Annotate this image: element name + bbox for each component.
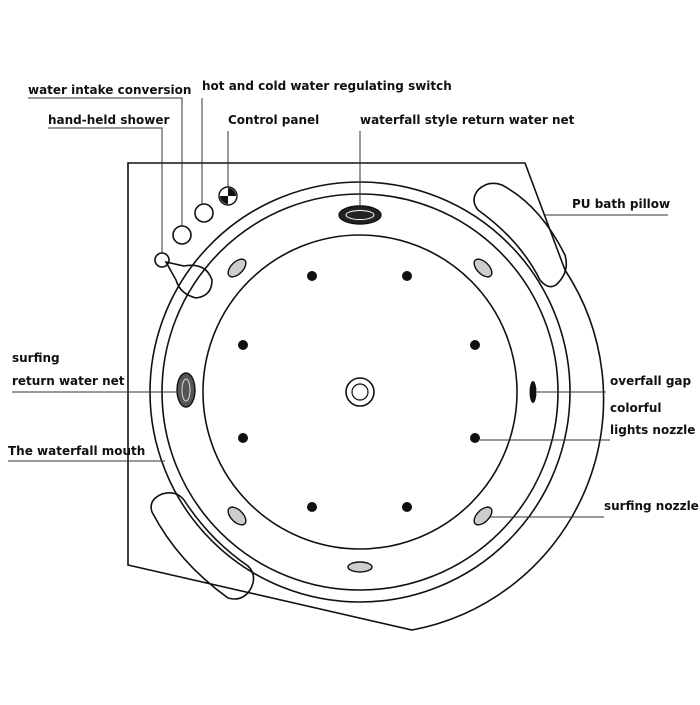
label-colorful-line1: colorful [610,401,662,415]
label-water-intake-conversion: water intake conversion [28,83,191,97]
hot-cold-switch-knob [194,203,214,223]
waterfall-return-net-inner [345,210,375,220]
surfing-nozzle [227,258,247,278]
surfing-return-net-inner [181,378,191,402]
surfing-return-net [176,372,196,408]
surfing-nozzle [473,506,493,526]
colorful-lights-nozzles [238,271,480,512]
lights-nozzle [470,433,480,443]
label-waterfall-return-net: waterfall style return water net [360,113,575,127]
water-intake-conversion-knob [172,225,192,245]
drain [345,377,375,407]
pu-bath-pillow-top-right [473,182,568,288]
surfing-nozzle [227,506,247,526]
label-surfing-line1: surfing [12,351,60,365]
label-colorful-line2: lights nozzle [610,423,695,437]
hand-held-shower-head [164,260,213,299]
lights-nozzle [402,271,412,281]
control-panel-icon-quadrants [220,188,236,204]
pu-bath-pillow-bottom-left [150,492,255,600]
lights-nozzle [307,502,317,512]
label-surfing-line2: return water net [12,374,125,388]
tub-rim-outer [149,181,571,603]
waterfall-return-net [338,205,382,225]
surfing-nozzle [347,561,373,573]
drain-inner [351,383,369,401]
label-overfall-gap: overfall gap [610,374,692,388]
leader-water-intake [28,97,183,226]
label-hand-held-shower: hand-held shower [48,113,169,127]
surfing-nozzle [473,258,493,278]
label-hot-cold-switch: hot and cold water regulating switch [202,79,452,93]
tub-basin [202,234,518,550]
leader-hand-held-shower [48,127,163,253]
tub-rim-inner [161,193,559,591]
lights-nozzle [470,340,480,350]
label-surfing-nozzle: surfing nozzle [604,499,699,513]
overfall-gap [529,381,537,403]
lights-nozzle [238,433,248,443]
lights-nozzle [238,340,248,350]
label-control-panel: Control panel [228,113,319,127]
label-waterfall-mouth: The waterfall mouth [8,444,145,458]
tub-shell [127,162,605,631]
lights-nozzle [402,502,412,512]
label-pu-bath-pillow: PU bath pillow [572,197,670,211]
lights-nozzle [307,271,317,281]
